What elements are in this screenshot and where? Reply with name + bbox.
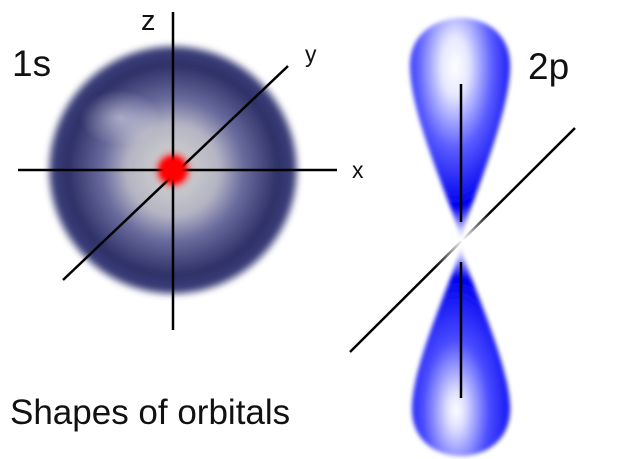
orbital-2p: 2p (305, 18, 617, 456)
axis-label-y: y (305, 41, 317, 67)
orbital-label-1s: 1s (12, 43, 51, 84)
orbital-label-2p: 2p (528, 46, 569, 87)
s-orbital-highlight (80, 90, 160, 146)
orbital-1s: 1s z y x (12, 5, 364, 330)
p-axis-y (349, 127, 576, 353)
axis-label-x: x (352, 157, 364, 183)
s-nucleus (160, 157, 186, 183)
axis-label-z: z (141, 5, 156, 37)
diagram-title: Shapes of orbitals (10, 393, 290, 432)
